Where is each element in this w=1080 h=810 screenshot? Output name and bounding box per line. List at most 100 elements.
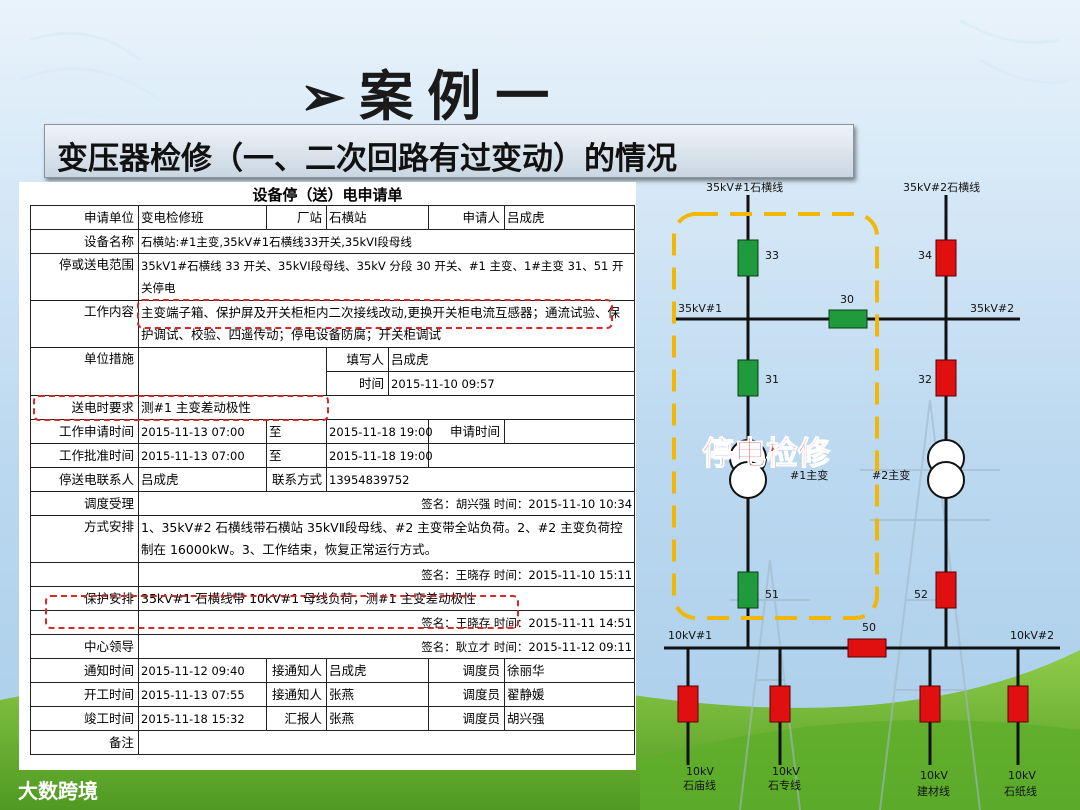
subtitle-banner: 变压器检修（一、二次回路有过变动）的情况 (44, 124, 854, 178)
value-applicant: 吕成虎 (504, 205, 636, 230)
value-empty (428, 443, 636, 468)
label-contact: 停送电联系人 (30, 467, 139, 492)
table-row: 竣工时间 2015-11-18 15:32 汇报人 张燕 调度员 胡兴强 (30, 706, 636, 731)
switch-label-50: 50 (862, 621, 876, 634)
label-work-approve-time: 工作批准时间 (30, 443, 139, 468)
value-work-approve-to: 2015-11-18 19:00 (326, 443, 433, 468)
transformer-2-icon (927, 439, 965, 499)
highlight-energize-requirement (33, 395, 329, 421)
value-start-dispatcher: 翟静媛 (504, 682, 636, 707)
table-row: 送电时要求 测#1 主变差动极性 (30, 395, 636, 420)
switch-label-32: 32 (918, 373, 932, 386)
table-row: 通知时间 2015-11-12 09:40 接通知人 吕成虎 调度员 徐丽华 (30, 658, 636, 683)
highlight-protection-arrangement (45, 595, 519, 629)
label-measures: 单位措施 (30, 347, 139, 396)
switch-label-51: 51 (765, 588, 779, 601)
label-method: 方式安排 (30, 515, 139, 563)
switch-label-52: 52 (914, 588, 928, 601)
transformer-1-label: #1主变 (790, 468, 828, 482)
label-start-time: 开工时间 (30, 682, 139, 707)
switch-label-33: 33 (765, 249, 779, 262)
feeder-name-label: 建材线 (917, 784, 950, 798)
feeder-switch (1007, 685, 1029, 723)
label-energize: 送电时要求 (30, 395, 139, 420)
table-row: 调度受理 签名：胡兴强 时间：2015-11-10 10:34 (30, 491, 636, 516)
feeder-name-label: 石庙线 (683, 778, 716, 792)
label-fill-time: 时间 (326, 371, 390, 396)
switch-30 (828, 309, 868, 329)
table-row: 时间 2015-11-10 09:57 (31, 371, 636, 396)
value-apply-time (504, 419, 636, 444)
label-apply-time: 申请时间 (428, 419, 506, 444)
label-work-apply-time: 工作申请时间 (30, 419, 139, 444)
table-row: 中心领导 签名：耿立才 时间：2015-11-12 09:11 (30, 634, 636, 659)
label-work: 工作内容 (30, 300, 139, 348)
label-station: 厂站 (266, 205, 328, 230)
value-work-apply-from: 2015-11-13 07:00 (137, 419, 268, 444)
table-row: 停或送电范围 35kV1#石横线 33 开关、35kVⅠ段母线、35kV 分段 … (30, 253, 636, 301)
label-finish-time: 竣工时间 (30, 706, 139, 731)
value-finish-reporter: 张燕 (326, 706, 430, 731)
label-apply-unit: 申请单位 (30, 205, 139, 230)
table-row: 备注 (30, 730, 636, 755)
value-filler: 吕成虎 (388, 347, 636, 372)
bus-35-1-label: 35kV#1 (678, 302, 722, 315)
switch-52 (935, 571, 957, 609)
feeder-kv-label: 10kV (686, 765, 714, 778)
value-fill-time: 2015-11-10 09:57 (388, 371, 636, 396)
switch-50 (847, 638, 887, 658)
label-dispatcher: 调度员 (428, 658, 506, 683)
value-equipment: 石横站:#1主变,35kV#1石横线33开关,35kVⅠ段母线 (137, 229, 636, 254)
value-start-time: 2015-11-13 07:55 (137, 682, 268, 707)
label-contact-method: 联系方式 (266, 467, 328, 492)
feeder-kv-label: 10kV (920, 769, 948, 782)
label-notify-time: 通知时间 (30, 658, 139, 683)
request-table: 申请单位 变电检修班 厂站 石横站 申请人 吕成虎 设备名称 石横站:#1主变,… (30, 205, 636, 755)
value-protection-sign: 签名：王晓存 时间：2015-11-11 14:51 (137, 610, 636, 635)
value-remark (137, 730, 636, 755)
value-dispatch-accept-sign: 签名：胡兴强 时间：2015-11-10 10:34 (137, 491, 636, 516)
value-apply-unit: 变电检修班 (137, 205, 268, 230)
value-work-approve-from: 2015-11-13 07:00 (137, 443, 268, 468)
value-notify-receiver: 吕成虎 (326, 658, 430, 683)
label-applicant: 申请人 (428, 205, 506, 230)
bus-10-1-label: 10kV#1 (668, 629, 712, 642)
table-row: 签名：王晓存 时间：2015-11-10 15:11 (30, 562, 636, 587)
label-dispatcher: 调度员 (428, 706, 506, 731)
value-measures (137, 347, 328, 396)
label-range: 停或送电范围 (30, 253, 139, 301)
switch-34 (935, 239, 957, 277)
switch-label-30: 30 (840, 293, 854, 306)
table-row: 签名：王晓存 时间：2015-11-11 14:51 (30, 610, 636, 635)
feeder-kv-label: 10kV (772, 765, 800, 778)
value-station: 石横站 (326, 205, 430, 230)
switch-31 (737, 359, 759, 397)
value-finish-time: 2015-11-18 15:32 (137, 706, 268, 731)
feeder-switch (919, 685, 941, 723)
label-method-blank (30, 562, 139, 587)
feeder-name-label: 石专线 (768, 778, 801, 792)
transformer-2-label: #2主变 (872, 468, 910, 482)
outage-dashed-box (672, 212, 879, 620)
feeder-switch (677, 685, 699, 723)
switch-label-34: 34 (918, 249, 932, 262)
subtitle-text: 变压器检修（一、二次回路有过变动）的情况 (57, 141, 677, 177)
label-equipment: 设备名称 (30, 229, 139, 254)
line-label-2: 35kV#2石横线 (903, 180, 980, 194)
switch-label-31: 31 (765, 373, 779, 386)
label-filler: 填写人 (326, 347, 390, 372)
highlight-work-content (137, 299, 613, 329)
label-center-leader: 中心领导 (30, 634, 139, 659)
value-finish-dispatcher: 胡兴强 (504, 706, 636, 731)
table-row: 单位措施 填写人 吕成虎 (30, 347, 636, 396)
brand-logo: 大数跨境 (18, 779, 98, 803)
table-row: 工作批准时间 2015-11-13 07:00 至 2015-11-18 19:… (30, 443, 636, 468)
value-contact: 吕成虎 (137, 467, 268, 492)
label-receiver: 接通知人 (266, 658, 328, 683)
value-start-receiver: 张燕 (326, 682, 430, 707)
transformer-1-icon (729, 439, 767, 499)
label-dispatch-accept: 调度受理 (30, 491, 139, 516)
form-title: 设备停（送）电申请单 (252, 186, 403, 204)
switch-32 (935, 359, 957, 397)
